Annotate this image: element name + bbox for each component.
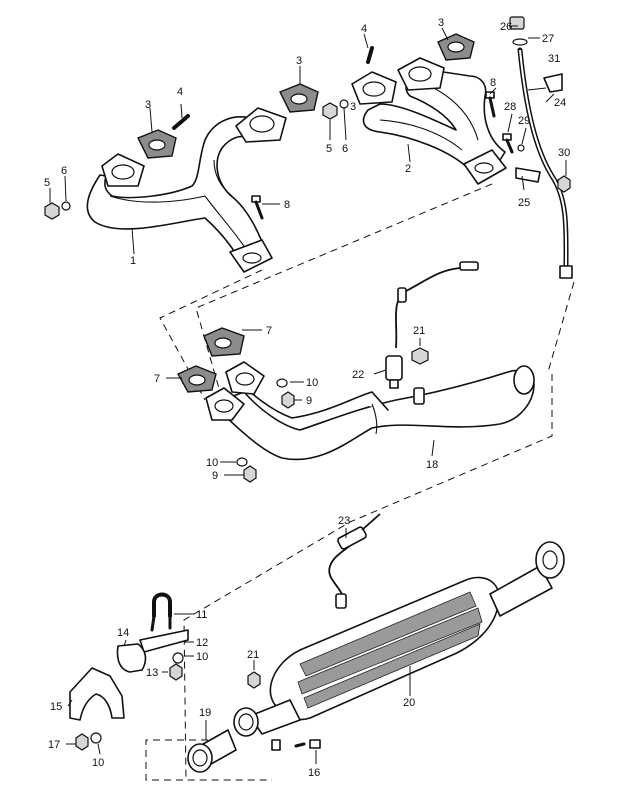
callout-5: 5 <box>326 143 332 155</box>
callout-22: 22 <box>352 369 364 381</box>
callout-28: 28 <box>504 101 516 113</box>
callout-24: 24 <box>554 97 566 109</box>
callout-3: 3 <box>438 17 444 29</box>
callout-12: 12 <box>196 637 208 649</box>
callout-21: 21 <box>247 649 259 661</box>
callout-5: 5 <box>44 177 50 189</box>
right-exhaust-manifold <box>351 57 507 185</box>
nut-washer-centre <box>322 99 349 141</box>
callout-1: 1 <box>130 255 136 267</box>
mount-nuts <box>75 652 184 751</box>
callout-7: 7 <box>266 325 272 337</box>
rubber-mount <box>116 643 147 673</box>
leader-lines <box>66 25 567 764</box>
catalytic-converter <box>233 541 565 737</box>
clamp-strap <box>139 629 189 653</box>
u-bolt <box>150 592 172 632</box>
hanger-bracket <box>69 667 125 721</box>
callout-8: 8 <box>284 199 290 211</box>
callout-13: 13 <box>146 667 158 679</box>
callout-16: 16 <box>308 767 320 779</box>
callout-8: 8 <box>490 77 496 89</box>
callout-3: 3 <box>296 55 302 67</box>
callout-4: 4 <box>177 86 183 98</box>
callout-2: 2 <box>405 163 411 175</box>
callout-10: 10 <box>206 457 218 469</box>
stud-left <box>172 103 190 130</box>
converter-sensor-23 <box>328 513 381 609</box>
oxygen-sensor <box>385 261 479 389</box>
callout-9: 9 <box>212 470 218 482</box>
callout-6: 6 <box>342 143 348 155</box>
callout-23: 23 <box>338 515 350 527</box>
callout-3: 3 <box>350 101 356 113</box>
gasket-left-front <box>137 129 177 159</box>
callout-25: 25 <box>518 197 530 209</box>
gasket-right <box>437 33 475 61</box>
callout-29: 29 <box>518 115 530 127</box>
callout-6: 6 <box>61 165 67 177</box>
callout-27: 27 <box>542 33 554 45</box>
callout-30: 30 <box>558 147 570 159</box>
left-exhaust-manifold <box>86 107 287 273</box>
callout-10: 10 <box>196 651 208 663</box>
callout-7: 7 <box>154 373 160 385</box>
bolt-16 <box>271 739 321 751</box>
bolt-left <box>251 195 280 220</box>
callout-19: 19 <box>199 707 211 719</box>
callout-10: 10 <box>306 377 318 389</box>
callout-15: 15 <box>50 701 62 713</box>
callout-4: 4 <box>361 23 367 35</box>
callout-26: 26 <box>500 21 512 33</box>
callout-20: 20 <box>403 697 415 709</box>
pipe-fittings <box>502 16 571 193</box>
front-pipe-hardware <box>236 378 295 483</box>
callout-3: 3 <box>145 99 151 111</box>
callout-9: 9 <box>306 395 312 407</box>
callout-21: 21 <box>413 325 425 337</box>
nut-washer-left <box>44 175 71 220</box>
oil-line-pipe <box>517 47 573 279</box>
callout-18: 18 <box>426 459 438 471</box>
front-exhaust-pipe <box>205 361 535 461</box>
bolt-right <box>485 91 496 118</box>
stud-right <box>363 33 374 64</box>
callout-10: 10 <box>92 757 104 769</box>
callout-14: 14 <box>117 627 129 639</box>
tail-pipe <box>187 729 237 773</box>
callout-labels: 1 2 3 3 3 3 4 4 5 5 6 6 7 7 8 8 9 9 10 1… <box>44 17 570 779</box>
callout-31: 31 <box>548 53 560 65</box>
callout-17: 17 <box>48 739 60 751</box>
gaskets-front-pipe <box>177 327 245 393</box>
callout-11: 11 <box>196 609 207 621</box>
gasket-left-rear <box>279 83 319 113</box>
